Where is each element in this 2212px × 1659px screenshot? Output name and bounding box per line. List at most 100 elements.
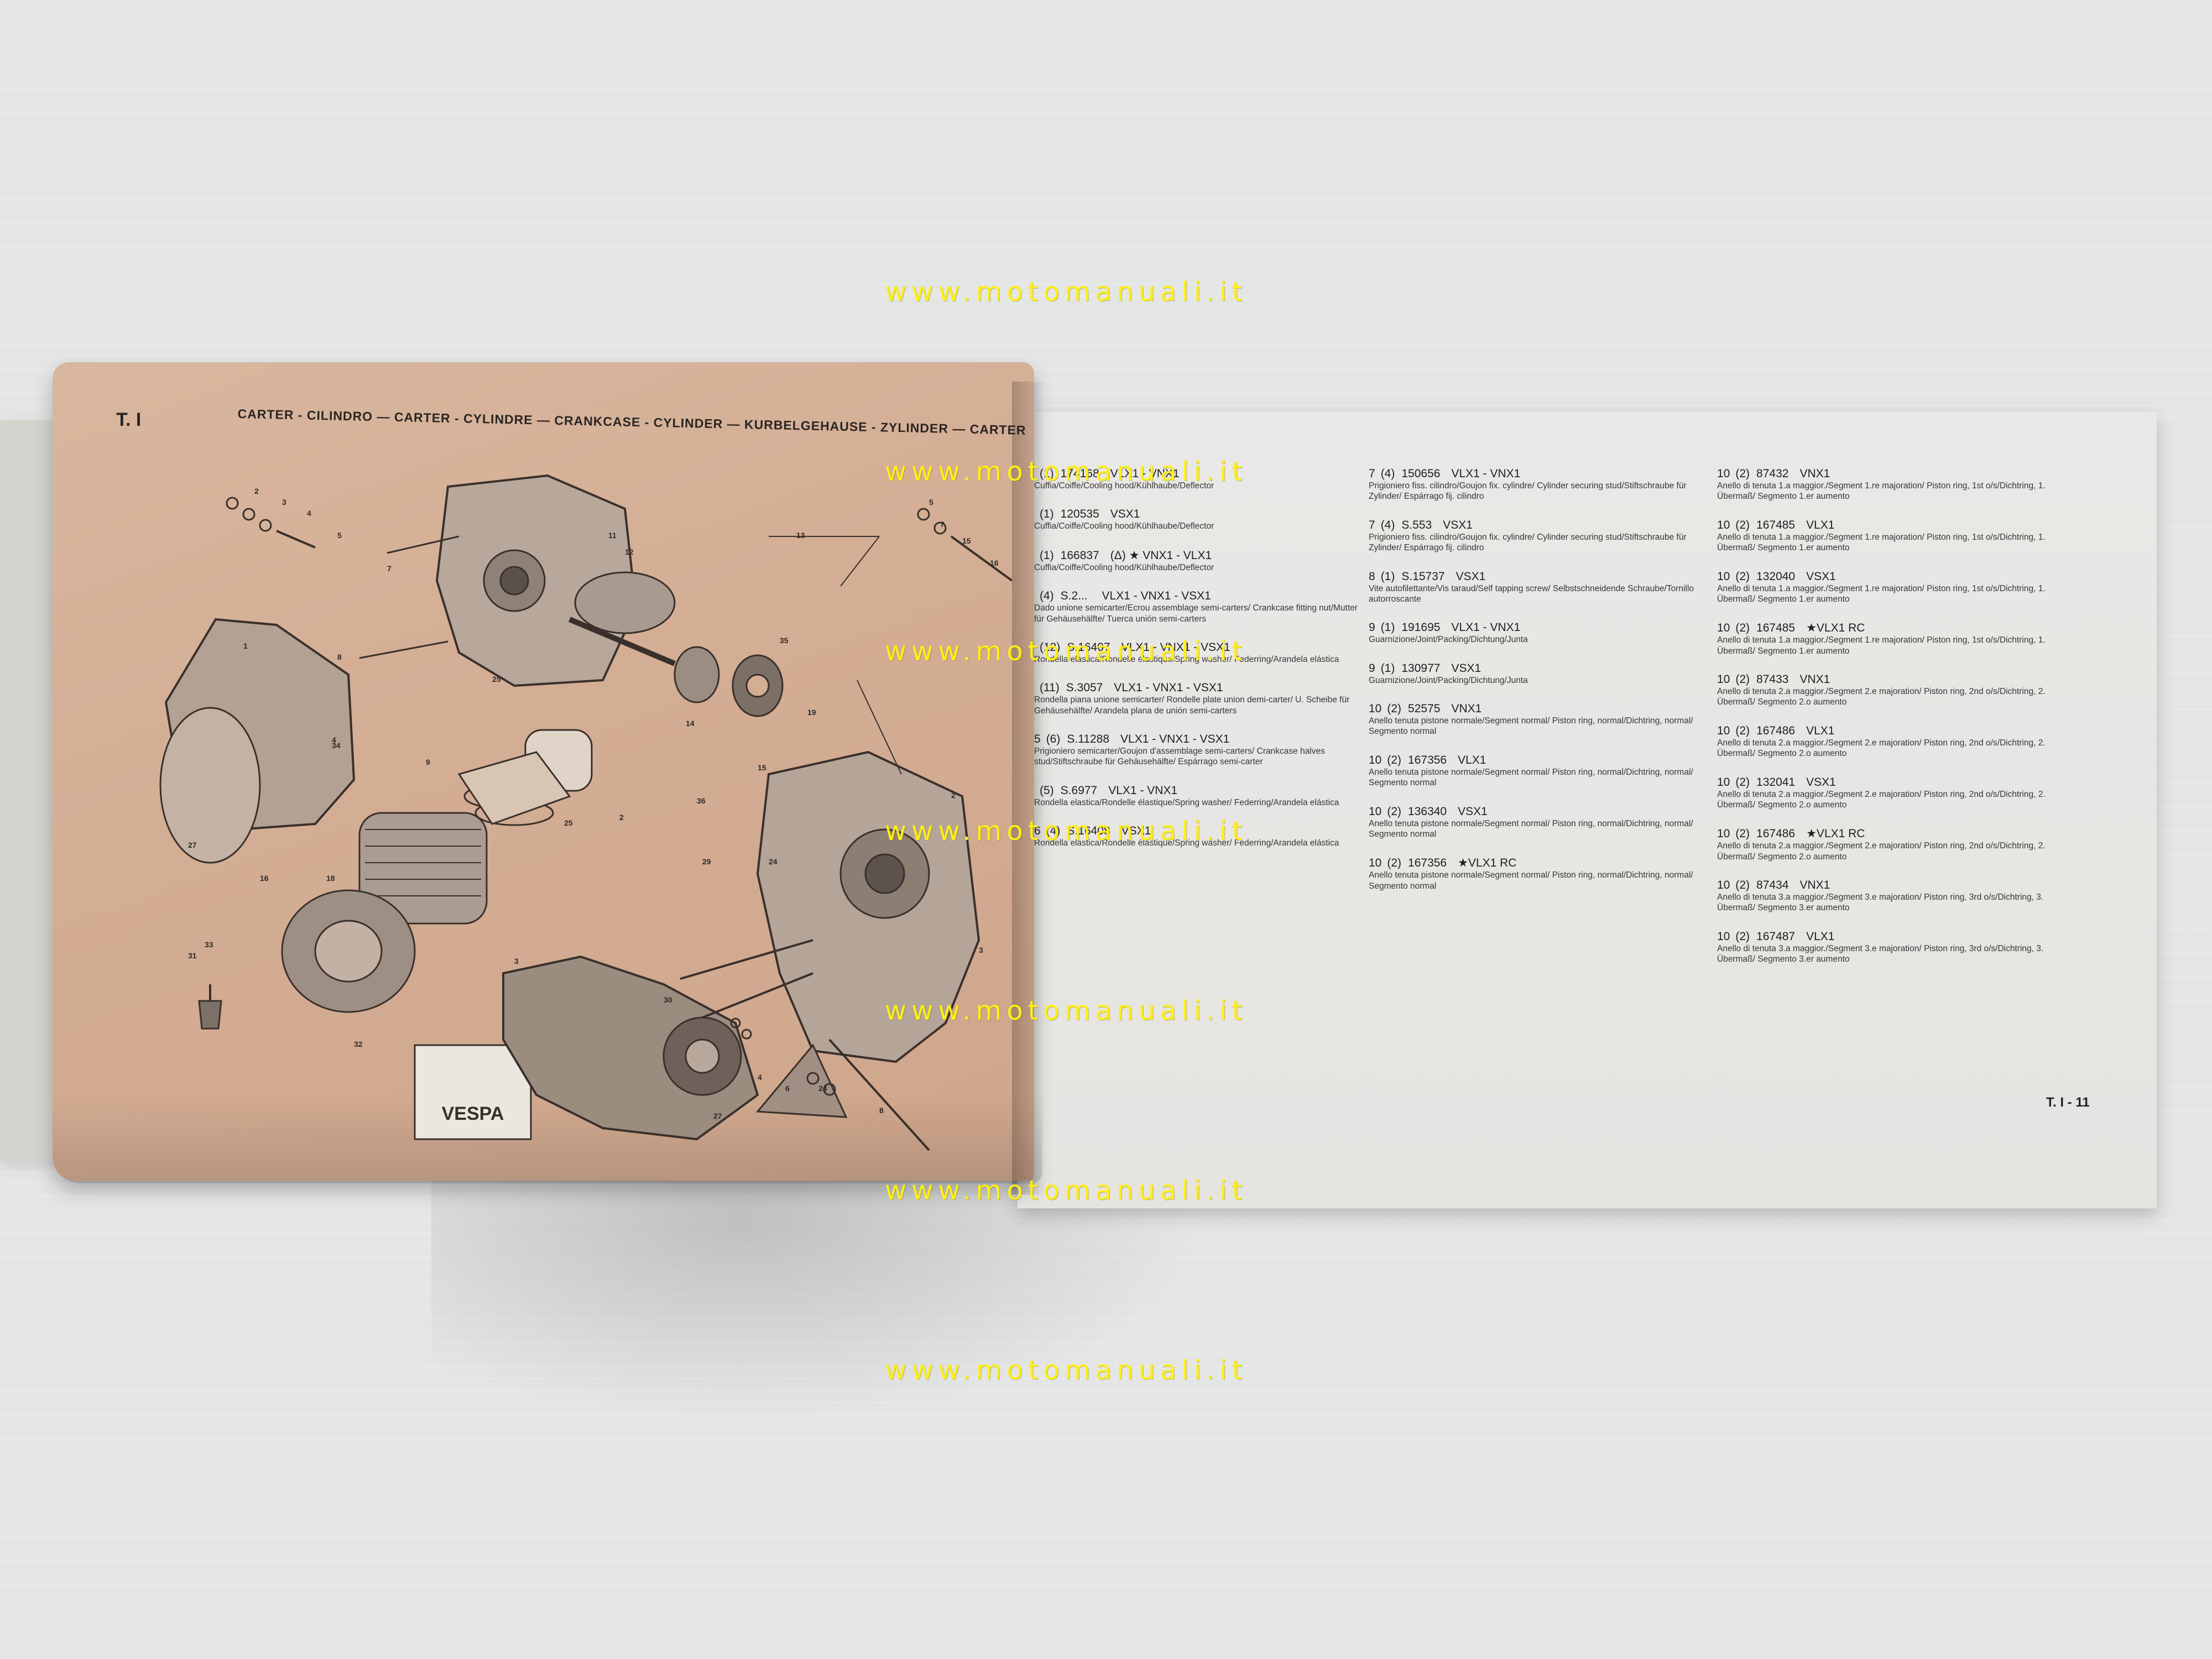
parts-entry-models: VSX1 <box>1451 661 1481 675</box>
parts-entry-desc: Vite autofilettante/Vis taraud/Self tapp… <box>1369 583 1694 604</box>
parts-entry-qty: (2) <box>1735 518 1750 531</box>
gasket-pack <box>414 1044 532 1140</box>
parts-entry-desc: Guarnizione/Joint/Packing/Dichtung/Junta <box>1369 635 1528 645</box>
parts-entry-ref: 10 <box>1369 753 1382 766</box>
parts-entry-qty: (2) <box>1387 702 1402 715</box>
callout-number: 6 <box>785 1084 790 1093</box>
parts-entry-qty: (6) <box>1046 733 1061 745</box>
callout-number: 32 <box>354 1040 363 1048</box>
parts-entry-models: VLX1 - VNX1 <box>1108 784 1178 797</box>
parts-entry-part: S.2... <box>1060 589 1091 603</box>
parts-entry-head: 10(2)167486★VLX1 RC <box>1717 827 2082 841</box>
parts-entry-ref: 10 <box>1717 827 1730 841</box>
parts-entry-qty: (2) <box>1735 827 1750 841</box>
parts-entry-head: 10(2)167356★VLX1 RC <box>1369 856 1734 870</box>
parts-entry-desc: Anello di tenuta 1.a maggior./Segment 1.… <box>1717 583 2046 604</box>
callout-number: 19 <box>807 708 816 717</box>
callout-number: 5 <box>337 531 342 540</box>
parts-entry-ref: 6 <box>1034 825 1041 838</box>
callout-number: 34 <box>332 741 341 750</box>
cylinder-gasket <box>457 751 571 825</box>
parts-entry-qty: (2) <box>1735 930 1750 943</box>
parts-entry-desc: Anello di tenuta 2.a maggior./Segment 2.… <box>1717 687 2046 707</box>
watermark-5: www.motomanuali.it <box>885 995 1248 1026</box>
parts-entry-desc: Dado unione semicarter/Ecrou assemblage … <box>1034 603 1358 624</box>
parts-entry-models: VLX1 - VNX1 - VSX1 <box>1120 733 1230 745</box>
parts-entry-ref: 10 <box>1717 622 1730 635</box>
parts-entry-part: 132040 <box>1756 570 1796 583</box>
callout-number: 25 <box>564 818 573 827</box>
watermark-4: www.motomanuali.it <box>885 816 1248 847</box>
callout-number: 12 <box>625 547 634 556</box>
callout-number: 8 <box>337 653 342 661</box>
parts-entry-part: 167485 <box>1756 622 1796 635</box>
section-code: T. I <box>116 409 142 430</box>
parts-entry-desc: Anello tenuta pistone normale/Segment no… <box>1369 767 1693 788</box>
parts-entry-ref: 9 <box>1369 661 1375 675</box>
parts-entry-models: VSX1 <box>1443 518 1473 531</box>
parts-entry-qty: (1) <box>1040 508 1054 521</box>
parts-entry-qty: (11) <box>1040 681 1060 695</box>
parts-entry-part: 166837 <box>1060 549 1099 562</box>
gasket-pack-label: VESPA <box>442 1103 504 1124</box>
callout-number: 24 <box>818 1084 827 1093</box>
parts-entry-desc: Guarnizione/Joint/Packing/Dichtung/Junta <box>1369 675 1528 685</box>
parts-entry-qty: (2) <box>1735 570 1750 583</box>
parts-entry-models: VLX1 <box>1806 518 1835 531</box>
callout-number: 24 <box>769 857 778 866</box>
page-curl-shade <box>53 1095 1042 1183</box>
parts-entry-part: 167485 <box>1756 518 1796 531</box>
parts-entry-models: VLX1 <box>1806 930 1835 943</box>
parts-entry-qty: (2) <box>1735 775 1750 789</box>
parts-entry-part: S.6977 <box>1060 784 1098 797</box>
parts-entry-desc: Anello di tenuta 3.a maggior./Segment 3.… <box>1717 893 2044 913</box>
parts-entry-qty: (2) <box>1387 805 1402 818</box>
parts-entry-models: VLX1 - VNX1 - VSX1 <box>1121 640 1230 654</box>
callout-number: 5 <box>929 498 933 507</box>
parts-entry-desc: Anello tenuta pistone normale/Segment no… <box>1369 818 1693 839</box>
parts-entry-qty: (4) <box>1380 467 1395 480</box>
parts-entry-desc: Anello di tenuta 3.a maggior./Segment 3.… <box>1717 943 2044 964</box>
watermark-7: www.motomanuali.it <box>885 1355 1248 1386</box>
parts-entry-desc: Prigioniero semicarter/Goujon d'assembla… <box>1034 747 1325 767</box>
parts-entry-models: VSX1 <box>1455 570 1486 583</box>
parts-entry-qty: (2) <box>1735 673 1750 686</box>
parts-entry-desc: Rondella elastica/Rondelle élastique/Spr… <box>1034 797 1339 807</box>
parts-entry-desc: Anello di tenuta 2.a maggior./Segment 2.… <box>1717 738 2046 759</box>
callout-number: 11 <box>608 531 617 540</box>
parts-entry-desc: Rondella elastica/Rondelle élastique/Spr… <box>1034 838 1339 848</box>
watermark-6: www.motomanuali.it <box>885 1175 1248 1206</box>
parts-entry-models: ★VLX1 RC <box>1458 857 1517 870</box>
callout-number: 16 <box>260 874 269 883</box>
parts-entry-qty: (1) <box>1380 661 1395 675</box>
parts-entry-part: 167487 <box>1756 930 1796 943</box>
callout-number: 16 <box>990 559 999 567</box>
parts-entry-qty: (12) <box>1040 640 1061 654</box>
parts-entry-models: VLX1 - VNX1 - VSX1 <box>1114 681 1223 695</box>
parts-entry-models: VSX1 <box>1458 805 1488 818</box>
parts-entry-qty: (2) <box>1735 622 1750 635</box>
callout-number: 9 <box>426 758 430 766</box>
parts-entry-models: VLX1 <box>1458 753 1486 766</box>
